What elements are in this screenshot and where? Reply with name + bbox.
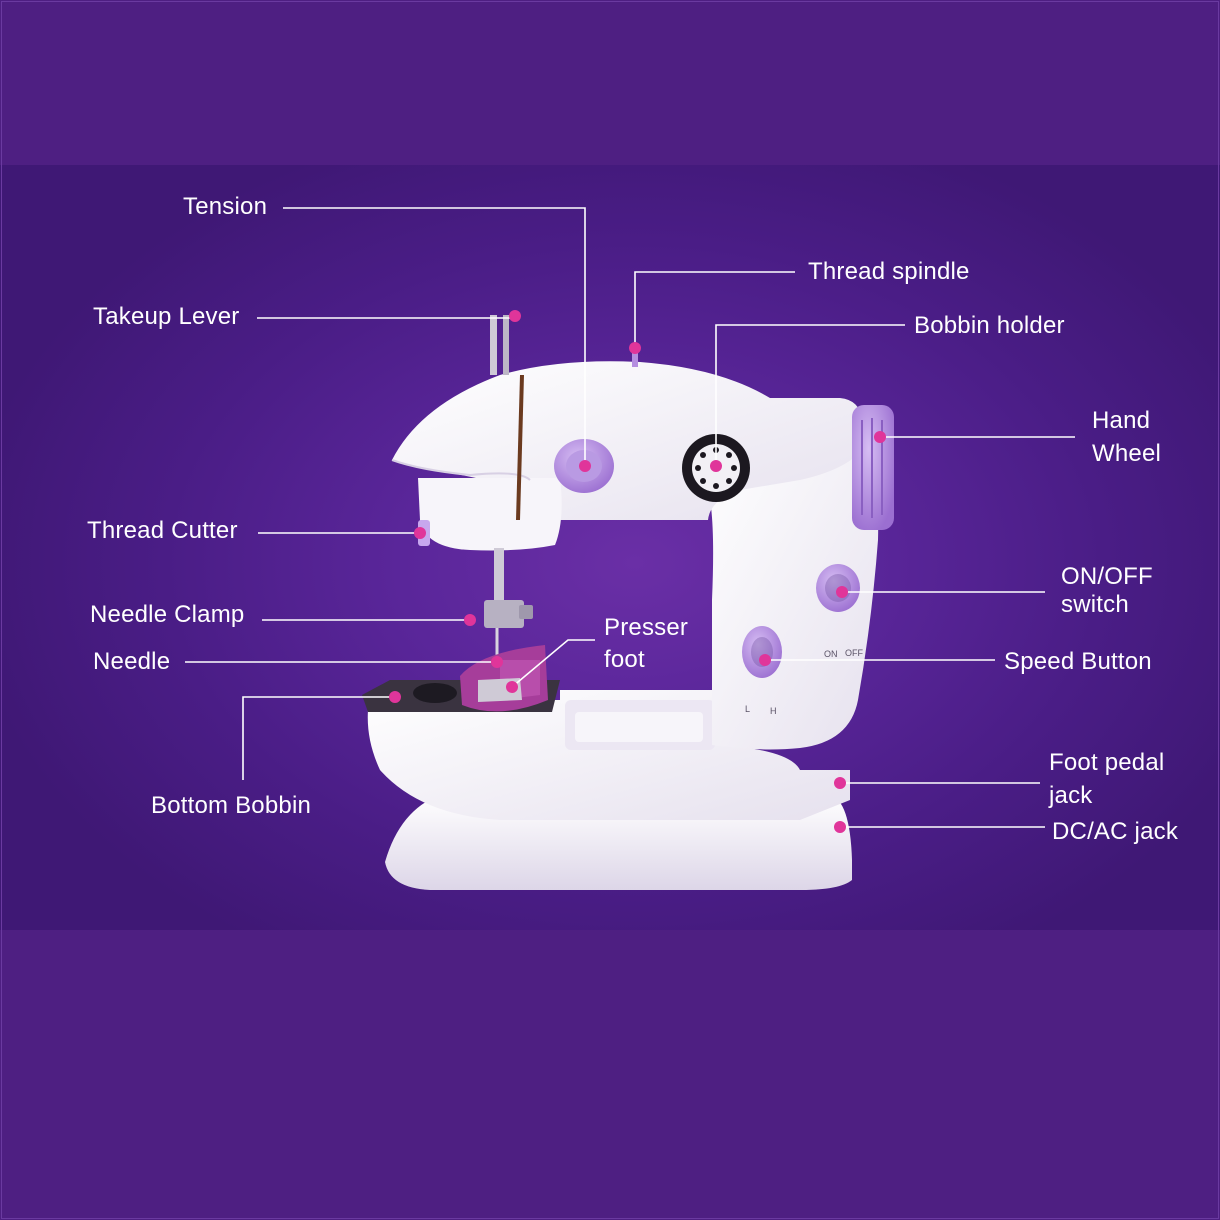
spindle-leader [634, 271, 795, 345]
label-dc-ac-jack: DC/AC jack [1052, 818, 1179, 845]
panel-on-marking: ON [824, 649, 838, 659]
thread-cutter-marker [414, 527, 426, 539]
panel-high-marking: H [770, 706, 777, 716]
takeup-lever [490, 315, 497, 375]
needle-clamp [484, 600, 524, 628]
label-bottom-bobbin: Bottom Bobbin [151, 792, 312, 819]
dc-ac-marker [834, 821, 846, 833]
machine-lower-body [367, 690, 850, 820]
label-on-off-line2: switch [1061, 591, 1129, 618]
panel-off-marking: OFF [845, 648, 863, 658]
label-thread-spindle: Thread spindle [808, 258, 970, 285]
label-presser-foot-line1: Presser [604, 614, 689, 641]
leader-lines [185, 207, 1075, 828]
label-needle: Needle [93, 648, 171, 675]
needle-marker [491, 656, 503, 668]
label-speed-button: Speed Button [1004, 648, 1152, 675]
bobbin-holder-marker [710, 460, 722, 472]
panel-low-marking: L [745, 704, 750, 714]
label-foot-pedal-line1: Foot pedal [1049, 749, 1165, 776]
label-tension: Tension [183, 193, 268, 220]
bobbin-cover [413, 683, 457, 703]
bobbin-holder-leader [715, 324, 905, 468]
callout-markers [389, 310, 886, 833]
label-hand-wheel-line1: Hand [1092, 407, 1151, 434]
needle-bar [494, 548, 504, 618]
tension-leader [283, 207, 586, 462]
hand-wheel-marker [874, 431, 886, 443]
speed-button [742, 626, 782, 678]
speed-marker [759, 654, 771, 666]
needle-clamp-marker [464, 614, 476, 626]
presser-foot-leader [511, 639, 595, 688]
label-needle-clamp: Needle Clamp [90, 601, 245, 628]
label-on-off-line1: ON/OFF [1061, 563, 1153, 590]
bottom-bobbin-marker [389, 691, 401, 703]
spindle-marker [629, 342, 641, 354]
label-foot-pedal-line2: jack [1049, 782, 1093, 809]
label-thread-cutter: Thread Cutter [87, 517, 238, 544]
label-bobbin-holder: Bobbin holder [914, 312, 1065, 339]
takeup-marker [509, 310, 521, 322]
needle-head [418, 478, 562, 551]
thread-spindle-pin [632, 345, 638, 367]
bottom-bobbin-leader [242, 696, 395, 780]
label-takeup-lever: Takeup Lever [93, 303, 240, 330]
presser-foot-marker [506, 681, 518, 693]
tension-marker [579, 460, 591, 472]
on-off-marker [836, 586, 848, 598]
label-hand-wheel-line2: Wheel [1092, 440, 1162, 467]
label-presser-foot-line2: foot [604, 646, 645, 673]
foot-pedal-marker [834, 777, 846, 789]
